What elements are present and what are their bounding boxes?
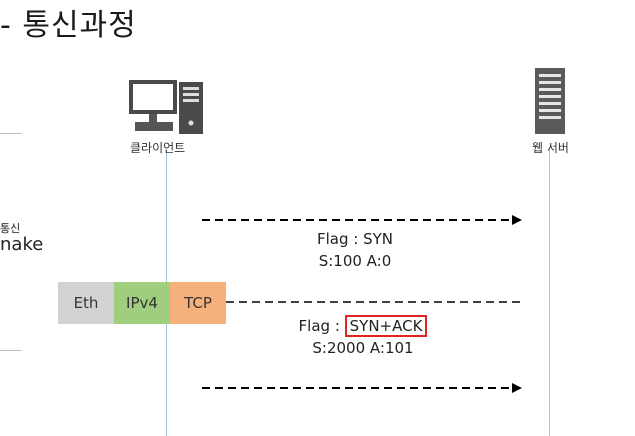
synack-flag-highlight: SYN+ACK — [344, 315, 428, 337]
synack-message: Flag : SYN+ACK S:2000 A:101 — [288, 315, 438, 359]
divider-top — [0, 133, 22, 134]
syn-arrowhead — [512, 215, 522, 225]
server-icon — [535, 68, 565, 134]
divider-bottom — [0, 350, 22, 351]
synack-seq-ack: S:2000 A:101 — [312, 339, 414, 357]
syn-seq-ack: S:100 A:0 — [318, 252, 392, 270]
packet-ipv4-segment: IPv4 — [114, 282, 170, 324]
ack-arrowhead — [512, 383, 522, 393]
syn-flag-value: SYN — [363, 230, 393, 248]
syn-message: Flag : SYN S:100 A:0 — [300, 228, 410, 272]
synack-flag-label: Flag : — [298, 317, 345, 335]
page-title: - 통신과정 — [0, 8, 137, 43]
side-text-line1: 통신 — [0, 222, 21, 235]
syn-flag-label: Flag : — [316, 230, 364, 248]
client-label: 클라이언트 — [130, 141, 186, 155]
packet-tcp-segment: TCP — [170, 282, 226, 324]
computer-icon — [129, 80, 203, 134]
server-lifeline — [549, 150, 550, 436]
packet-eth-segment: Eth — [58, 282, 114, 324]
side-text-line2: nake — [0, 234, 44, 255]
server-label: 웹 서버 — [532, 141, 569, 155]
